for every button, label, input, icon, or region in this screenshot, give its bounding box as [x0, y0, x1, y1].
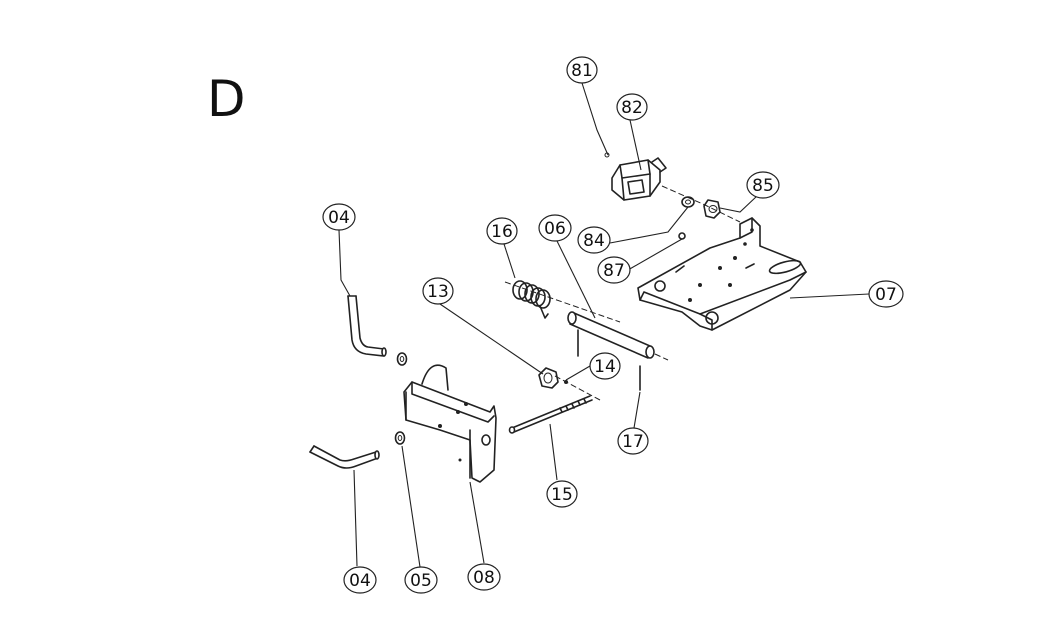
svg-text:15: 15 [551, 485, 573, 505]
callout-14: 14 [589, 352, 621, 380]
part-05-washer-lower [394, 431, 406, 445]
callout-04-top: 04 [322, 203, 356, 231]
callout-17: 17 [617, 427, 649, 455]
callout-06: 06 [538, 214, 572, 242]
svg-text:16: 16 [491, 222, 513, 242]
svg-text:04: 04 [328, 208, 350, 228]
svg-text:85: 85 [752, 176, 774, 196]
callout-07: 07 [868, 280, 904, 308]
part-16-spring [504, 280, 621, 323]
callout-05: 05 [404, 566, 438, 594]
callout-81: 81 [566, 56, 598, 84]
callout-84: 84 [577, 226, 611, 254]
callout-82: 82 [616, 93, 648, 121]
svg-text:17: 17 [622, 432, 644, 452]
svg-text:84: 84 [583, 231, 605, 251]
callout-08: 08 [467, 563, 501, 591]
svg-text:81: 81 [571, 61, 593, 81]
part-08-bracket [403, 364, 497, 483]
callout-04-bottom: 04 [343, 566, 377, 594]
part-84-nut [681, 196, 695, 208]
part-07-mounting-plate [637, 217, 807, 331]
part-04-lower-handle [309, 445, 380, 469]
svg-text:82: 82 [621, 98, 643, 118]
section-label: D [207, 70, 246, 128]
callout-87: 87 [597, 256, 631, 284]
part-05-washer-upper [396, 352, 408, 366]
svg-text:05: 05 [410, 571, 432, 591]
svg-text:14: 14 [594, 357, 616, 377]
svg-text:08: 08 [473, 568, 495, 588]
callout-85: 85 [746, 171, 780, 199]
svg-text:87: 87 [603, 261, 625, 281]
part-04-upper-handle [347, 295, 387, 357]
part-13-bushing [538, 367, 559, 389]
leader-lines [338, 82, 870, 568]
callout-13: 13 [422, 277, 454, 305]
svg-text:04: 04 [349, 571, 371, 591]
part-87-washer [678, 232, 686, 240]
svg-text:07: 07 [875, 285, 897, 305]
part-82-switch [604, 152, 667, 201]
part-15-rod [508, 395, 593, 434]
callout-15: 15 [546, 480, 578, 508]
part-85-bushing [703, 199, 721, 219]
svg-text:06: 06 [544, 219, 566, 239]
callout-16: 16 [486, 217, 518, 245]
svg-text:13: 13 [427, 282, 449, 302]
part-06-shaft [567, 311, 669, 361]
